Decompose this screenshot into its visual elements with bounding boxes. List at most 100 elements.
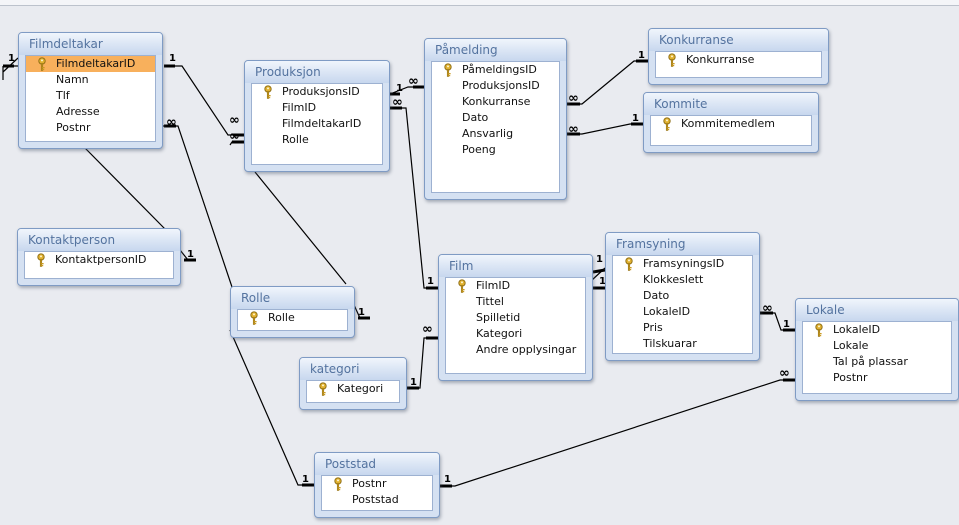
- rel-line-rolle-end: [353, 304, 370, 319]
- field-list: FilmID Tittel Spilletid Kategori Andre o…: [445, 277, 586, 374]
- table-pamelding[interactable]: Påmelding PåmeldingsID ProduksjonsID Kon…: [424, 38, 567, 200]
- cardinality-many: ∞: [166, 115, 177, 130]
- field-row[interactable]: Spilletid: [446, 310, 585, 326]
- field-label: KontaktpersonID: [55, 253, 147, 266]
- rel-line-pamelding-konkurranse: [567, 60, 648, 105]
- field-row[interactable]: Rolle: [252, 132, 382, 148]
- field-row[interactable]: Poststad: [322, 492, 432, 508]
- field-row[interactable]: Ansvarlig: [432, 126, 559, 142]
- field-label: Pris: [643, 321, 663, 334]
- table-title[interactable]: Lokale: [796, 299, 958, 321]
- field-row[interactable]: Lokale: [803, 338, 951, 354]
- table-title[interactable]: Film: [439, 255, 592, 277]
- field-row[interactable]: FilmID: [252, 100, 382, 116]
- field-list: Rolle: [237, 309, 348, 331]
- table-konkurranse[interactable]: Konkurranse Konkurranse: [648, 28, 829, 85]
- field-list: Kommitemedlem: [650, 115, 812, 146]
- field-row[interactable]: PåmeldingsID: [432, 62, 559, 78]
- rel-line-filmdeltakar-produksjon: [170, 65, 244, 136]
- field-row[interactable]: Pris: [613, 320, 752, 336]
- field-row[interactable]: Klokkeslett: [613, 272, 752, 288]
- key-icon: [318, 382, 328, 396]
- field-row[interactable]: FilmID: [446, 278, 585, 294]
- table-title[interactable]: Rolle: [231, 287, 354, 309]
- field-row[interactable]: Postnr: [803, 370, 951, 386]
- field-list: KontaktpersonID: [24, 251, 174, 279]
- rel-line-filmdeltakar-left: [2, 57, 19, 80]
- table-produksjon[interactable]: Produksjon ProduksjonsID FilmID Filmdelt…: [244, 60, 390, 172]
- field-row[interactable]: Tittel: [446, 294, 585, 310]
- table-title[interactable]: Filmdeltakar: [19, 33, 162, 55]
- cardinality-one: 1: [427, 276, 434, 287]
- field-row[interactable]: LokaleID: [613, 304, 752, 320]
- key-icon: [333, 477, 343, 491]
- field-row[interactable]: Poeng: [432, 142, 559, 158]
- field-label: Tilskuarar: [643, 337, 697, 350]
- field-row[interactable]: Kategori: [446, 326, 585, 342]
- field-row[interactable]: Tal på plassar: [803, 354, 951, 370]
- table-kontaktperson[interactable]: Kontaktperson KontaktpersonID: [17, 228, 181, 286]
- field-label: FramsyningsID: [643, 257, 725, 270]
- field-row[interactable]: Adresse: [26, 104, 155, 120]
- field-row[interactable]: LokaleID: [803, 322, 951, 338]
- field-label: ProduksjonsID: [462, 79, 540, 92]
- table-title[interactable]: Kommite: [644, 93, 818, 115]
- field-label: Spilletid: [476, 311, 521, 324]
- rel-line-produksjon-pamelding: [389, 86, 424, 95]
- field-row[interactable]: ProduksjonsID: [252, 84, 382, 100]
- field-row[interactable]: Postnr: [322, 476, 432, 492]
- table-title[interactable]: Poststad: [315, 453, 439, 475]
- cardinality-one: 1: [358, 307, 365, 318]
- rel-line-poststad-lokale: [440, 379, 795, 487]
- rel-line-kategori-film: [407, 337, 438, 389]
- field-label: Postnr: [833, 371, 868, 384]
- table-title[interactable]: Kontaktperson: [18, 229, 180, 251]
- field-label: Tittel: [476, 295, 504, 308]
- field-label: LokaleID: [833, 323, 881, 336]
- field-label: FilmID: [476, 279, 511, 292]
- field-row[interactable]: Postnr: [26, 120, 155, 136]
- cardinality-one: 1: [638, 50, 645, 61]
- field-row[interactable]: FramsyningsID: [613, 256, 752, 272]
- field-row[interactable]: Tilskuarar: [613, 336, 752, 352]
- field-row[interactable]: FilmdeltakarID: [252, 116, 382, 132]
- key-icon: [263, 85, 273, 99]
- field-label: Konkurranse: [686, 53, 755, 66]
- field-row[interactable]: Konkurranse: [656, 52, 821, 68]
- field-row[interactable]: Dato: [613, 288, 752, 304]
- table-filmdeltakar[interactable]: Filmdeltakar FilmdeltakarID Namn Tlf Adr…: [18, 32, 163, 149]
- field-row[interactable]: KontaktpersonID: [25, 252, 173, 268]
- field-label: LokaleID: [643, 305, 691, 318]
- table-film[interactable]: Film FilmID Tittel Spilletid Kategori An…: [438, 254, 593, 381]
- field-row[interactable]: Rolle: [238, 310, 347, 326]
- table-title[interactable]: Påmelding: [425, 39, 566, 61]
- table-framsyning[interactable]: Framsyning FramsyningsID Klokkeslett Dat…: [605, 232, 760, 361]
- table-kommite[interactable]: Kommite Kommitemedlem: [643, 92, 819, 153]
- key-icon: [662, 117, 672, 131]
- field-row[interactable]: Kommitemedlem: [651, 116, 811, 132]
- field-row[interactable]: ProduksjonsID: [432, 78, 559, 94]
- rel-line-kontaktperson-end: [179, 249, 196, 261]
- field-label: Dato: [462, 111, 489, 124]
- field-row[interactable]: FilmdeltakarID: [26, 56, 155, 72]
- field-row[interactable]: Dato: [432, 110, 559, 126]
- table-kategori[interactable]: kategori Kategori: [299, 357, 407, 410]
- key-icon: [814, 323, 824, 337]
- field-list: FramsyningsID Klokkeslett Dato LokaleID …: [612, 255, 753, 354]
- table-title[interactable]: Produksjon: [245, 61, 389, 83]
- field-row[interactable]: Konkurranse: [432, 94, 559, 110]
- table-rolle[interactable]: Rolle Rolle: [230, 286, 355, 338]
- field-label: FilmID: [282, 101, 317, 114]
- field-row[interactable]: Tlf: [26, 88, 155, 104]
- field-row[interactable]: Namn: [26, 72, 155, 88]
- field-label: Tal på plassar: [833, 355, 908, 368]
- field-row[interactable]: Andre opplysingar: [446, 342, 585, 358]
- table-lokale[interactable]: Lokale LokaleID Lokale Tal på plassar Po…: [795, 298, 959, 401]
- table-title[interactable]: kategori: [300, 358, 406, 380]
- field-row[interactable]: Kategori: [307, 381, 399, 397]
- table-title[interactable]: Konkurranse: [649, 29, 828, 51]
- cardinality-one: 1: [396, 83, 403, 94]
- table-title[interactable]: Framsyning: [606, 233, 759, 255]
- cardinality-many: ∞: [229, 113, 240, 128]
- table-poststad[interactable]: Poststad Postnr Poststad: [314, 452, 440, 518]
